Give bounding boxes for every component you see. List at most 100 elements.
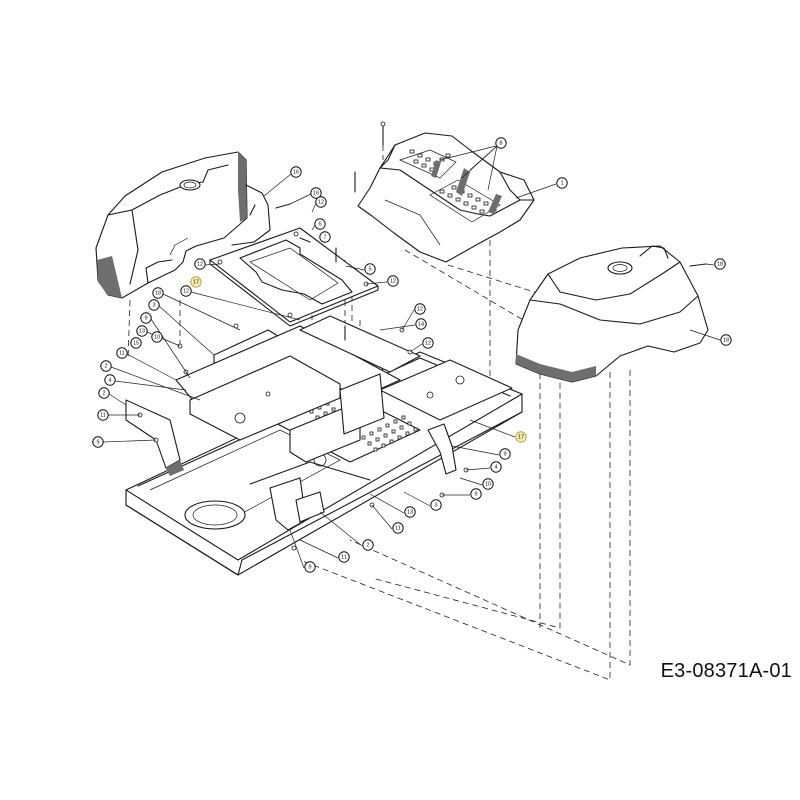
callout-number: 13 (407, 509, 413, 515)
callout-circle (98, 387, 110, 399)
callout-labels: 1816161267512121712183121412913151124211… (92, 137, 732, 573)
callout-circle (315, 196, 327, 208)
callout-circle (495, 137, 507, 149)
callout-number: 4 (494, 464, 497, 470)
callout-11: 11 (97, 409, 109, 421)
callout-11: 11 (338, 551, 350, 563)
rear-fender-body (95, 151, 271, 299)
callout-number: 14 (418, 321, 424, 327)
callout-circle (422, 337, 434, 349)
callout-circle (714, 258, 726, 270)
callout-2: 2 (362, 539, 374, 551)
callout-circle (414, 303, 426, 315)
callout-2: 2 (100, 360, 112, 372)
callout-circle (130, 337, 142, 349)
callout-circle (180, 285, 192, 297)
callout-circle (152, 287, 164, 299)
callout-1: 1 (556, 177, 568, 189)
callout-11: 11 (116, 347, 128, 359)
callout-number: 4 (108, 377, 111, 383)
callout-number: 2 (102, 390, 105, 396)
callout-number: 18 (717, 261, 723, 267)
callout-number: 9 (503, 451, 506, 457)
callout-circle (310, 187, 322, 199)
callout-number: 13 (139, 328, 145, 334)
callout-12: 12 (194, 258, 206, 270)
callout-18: 18 (720, 334, 732, 346)
callout-number: 9 (474, 491, 477, 497)
callout-number: 9 (308, 564, 311, 570)
right-fender (515, 245, 709, 383)
callout-12: 12 (387, 275, 399, 287)
callout-circle (499, 448, 511, 460)
callout-17: 17 (190, 276, 202, 288)
callout-number: 12 (318, 199, 324, 205)
callout-number: 18 (155, 290, 161, 296)
callout-number: 16 (293, 169, 299, 175)
callout-number: 2 (366, 542, 369, 548)
callout-number: 10 (485, 481, 491, 487)
callout-circle (314, 218, 326, 230)
callout-13: 13 (136, 325, 148, 337)
callout-12: 12 (422, 337, 434, 349)
callout-number: 12 (183, 288, 189, 294)
drawing-code: E3-08371A-01 (660, 660, 792, 682)
callout-circle (720, 334, 732, 346)
callout-4: 4 (490, 461, 502, 473)
callout-number: 9 (96, 439, 99, 445)
callout-15: 15 (130, 337, 142, 349)
callout-17: 17 (515, 431, 527, 443)
callout-number: 17 (193, 279, 199, 285)
footrest-deck (357, 132, 535, 263)
callout-circle (151, 331, 163, 343)
callout-12: 12 (315, 196, 327, 208)
callout-number: 12 (425, 340, 431, 346)
callout-18: 18 (714, 258, 726, 270)
callout-13: 13 (404, 506, 416, 518)
callout-number: 15 (133, 340, 139, 346)
callout-number: 17 (518, 434, 524, 440)
callout-circle (482, 478, 494, 490)
callout-number: 2 (104, 363, 107, 369)
callout-number: 7 (323, 234, 326, 240)
callout-number: 12 (417, 306, 423, 312)
callout-circle (104, 374, 116, 386)
callout-9: 9 (470, 488, 482, 500)
callout-circle (136, 325, 148, 337)
callout-number: 8 (499, 140, 502, 146)
callout-number: 16 (313, 190, 319, 196)
callout-number: 12 (197, 261, 203, 267)
leader-lines (102, 145, 721, 569)
callout-number: 9 (144, 315, 147, 321)
callout-number: 3 (434, 502, 437, 508)
callout-10: 10 (482, 478, 494, 490)
callout-16: 16 (310, 187, 322, 199)
callout-circle (92, 436, 104, 448)
callout-circle (100, 360, 112, 372)
callout-10: 10 (151, 331, 163, 343)
callout-circle (190, 276, 202, 288)
callout-circle (140, 312, 152, 324)
callout-circle (430, 499, 442, 511)
callout-number: 10 (154, 334, 160, 340)
callout-circle (392, 522, 404, 534)
callout-circle (304, 561, 316, 573)
callout-circle (404, 506, 416, 518)
callout-number: 3 (152, 302, 155, 308)
callout-4: 4 (104, 374, 116, 386)
callout-circle (364, 263, 376, 275)
callout-7: 7 (319, 231, 331, 243)
callout-number: 11 (395, 525, 401, 531)
callout-6: 6 (314, 218, 326, 230)
callout-circle (319, 231, 331, 243)
callout-9: 9 (304, 561, 316, 573)
callout-number: 1 (560, 180, 563, 186)
callout-12: 12 (414, 303, 426, 315)
callout-circle (387, 275, 399, 287)
callout-number: 11 (119, 350, 125, 356)
callout-circle (148, 299, 160, 311)
callout-circle (194, 258, 206, 270)
callout-circle (556, 177, 568, 189)
callout-circle (116, 347, 128, 359)
